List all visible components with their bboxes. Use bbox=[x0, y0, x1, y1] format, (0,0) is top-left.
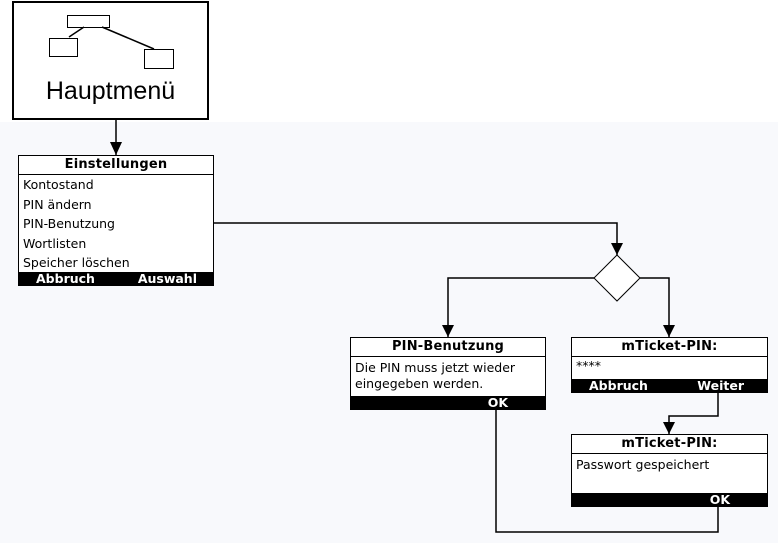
arrowhead bbox=[663, 422, 675, 434]
pin-usage-screen: PIN-Benutzung Die PIN muss jetzt wieder … bbox=[350, 337, 546, 410]
softkey-bar: Abbruch Auswahl bbox=[18, 272, 214, 286]
main-menu-label: Hauptmenü bbox=[45, 77, 176, 105]
pin-saved-title: mTicket-PIN: bbox=[572, 435, 767, 454]
softkey-ok[interactable]: OK bbox=[487, 395, 508, 410]
arrowhead bbox=[110, 142, 122, 155]
softkey-bar: Abbruch Weiter bbox=[571, 379, 768, 393]
arrowhead bbox=[442, 325, 454, 337]
menu-item-pin-aendern[interactable]: PIN ändern bbox=[23, 196, 92, 212]
menu-item-speicher-loeschen[interactable]: Speicher löschen bbox=[23, 255, 130, 270]
hierarchy-icon-links bbox=[68, 26, 155, 50]
pin-entry-title: mTicket-PIN: bbox=[572, 338, 767, 357]
softkey-bar: OK bbox=[350, 396, 546, 410]
menu-item-pin-benutzung[interactable]: PIN-Benutzung bbox=[23, 216, 115, 231]
pin-usage-message-line1: Die PIN muss jetzt wieder bbox=[355, 360, 516, 375]
arrowhead bbox=[663, 325, 675, 337]
connector-decision-to-pin-entry bbox=[640, 277, 670, 337]
connector-pin-usage-to-saved bbox=[495, 409, 719, 533]
softkey-cancel[interactable]: Abbruch bbox=[36, 271, 95, 286]
connector-pin-entry-to-saved bbox=[668, 392, 719, 434]
pin-usage-message-line2: eingegeben werden. bbox=[355, 376, 484, 391]
menu-item-wortlisten[interactable]: Wortlisten bbox=[23, 235, 87, 251]
softkey-next[interactable]: Weiter bbox=[697, 378, 744, 393]
softkey-bar: OK bbox=[571, 493, 768, 507]
menu-item-kontostand[interactable]: Kontostand bbox=[23, 177, 94, 192]
pin-input-field[interactable]: **** bbox=[576, 358, 601, 373]
arrowhead bbox=[611, 243, 623, 255]
pin-saved-message: Passwort gespeichert bbox=[576, 457, 710, 472]
softkey-select[interactable]: Auswahl bbox=[137, 271, 197, 286]
connector-settings-to-decision bbox=[213, 222, 618, 255]
pin-usage-title: PIN-Benutzung bbox=[351, 338, 545, 357]
connector-decision-to-pin-usage bbox=[447, 277, 594, 337]
settings-screen: Einstellungen Kontostand PIN ändern PIN-… bbox=[18, 155, 214, 286]
decision-diamond bbox=[593, 254, 641, 302]
settings-title: Einstellungen bbox=[19, 156, 213, 175]
pin-saved-screen: mTicket-PIN: Passwort gespeichert OK bbox=[571, 434, 768, 507]
hierarchy-icon-root bbox=[67, 15, 110, 28]
softkey-ok[interactable]: OK bbox=[709, 492, 730, 507]
softkey-cancel[interactable]: Abbruch bbox=[589, 378, 648, 393]
hierarchy-icon-right-child bbox=[144, 49, 174, 69]
main-menu-node[interactable]: Hauptmenü bbox=[12, 1, 209, 120]
hierarchy-icon-left-child bbox=[49, 38, 78, 57]
pin-entry-screen: mTicket-PIN: **** Abbruch Weiter bbox=[571, 337, 768, 393]
